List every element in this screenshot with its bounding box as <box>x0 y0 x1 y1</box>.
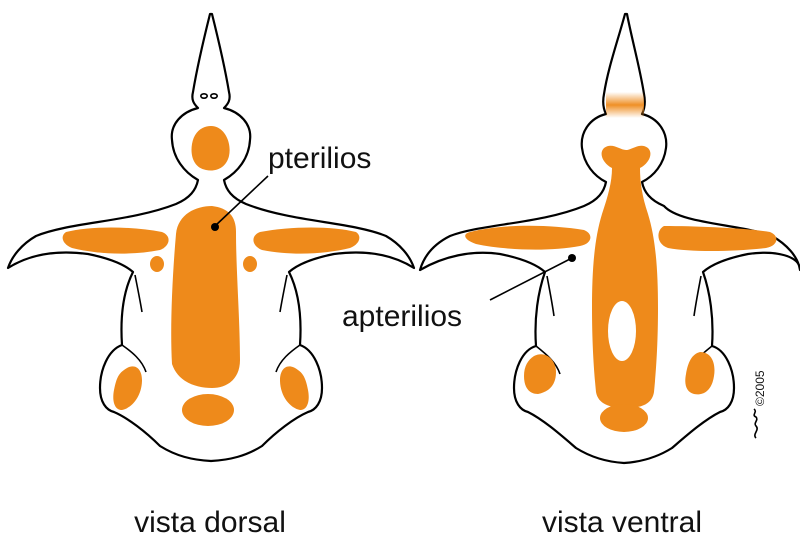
ventral-view-caption: vista ventral <box>542 506 702 539</box>
ventral-apterium-window <box>608 301 636 361</box>
dorsal-caudal-tract <box>182 394 234 426</box>
credit-year: ©2005 <box>753 370 767 406</box>
dorsal-bird <box>8 14 414 461</box>
dorsal-right-alar-spot <box>243 256 257 272</box>
author-credit: ©2005 <box>753 370 767 438</box>
ventral-bird <box>420 14 800 463</box>
pterylae-pointer-dot <box>211 223 219 231</box>
apteria-pointer-dot <box>568 254 576 262</box>
ventral-caudal-tract <box>600 404 648 432</box>
pterylae-label: pterilios <box>268 142 371 175</box>
signature-glyph <box>754 409 757 438</box>
dorsal-view-caption: vista dorsal <box>134 506 286 539</box>
ventral-throat-band <box>606 92 644 118</box>
dorsal-spinal-tract <box>171 206 240 388</box>
dorsal-left-alar-spot <box>150 256 164 272</box>
ventral-right-humeral-tract <box>658 226 776 251</box>
dorsal-capital-tract <box>192 126 230 170</box>
apteria-label: apterilios <box>342 300 462 333</box>
